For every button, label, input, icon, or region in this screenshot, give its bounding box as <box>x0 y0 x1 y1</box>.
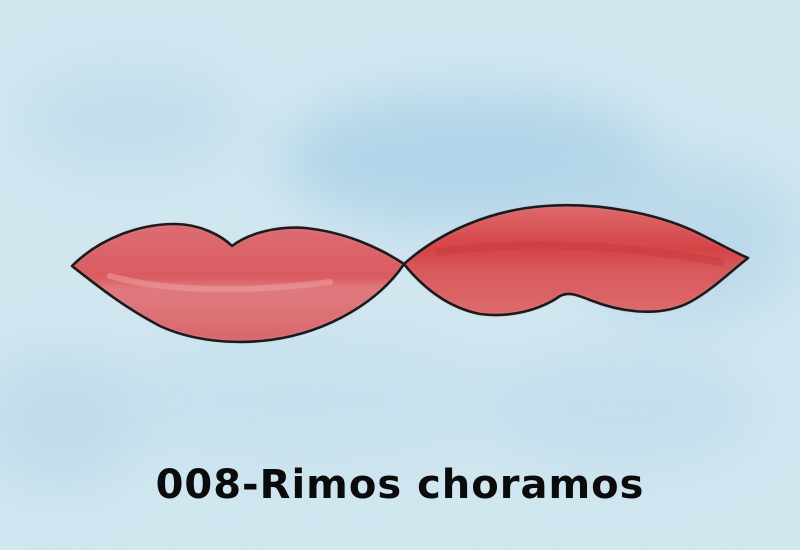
caption-title: 008-Rimos choramos <box>155 462 645 508</box>
smiling-lips <box>70 222 406 344</box>
smiling-lips-outline <box>70 222 406 344</box>
frowning-lips-highlight <box>436 241 724 266</box>
smiling-lips-fill <box>72 224 404 342</box>
frowning-lips-fill <box>404 205 748 316</box>
smiling-lips-highlight <box>107 273 333 293</box>
frowning-lips <box>402 203 750 317</box>
frowning-lips-outline <box>402 203 750 317</box>
